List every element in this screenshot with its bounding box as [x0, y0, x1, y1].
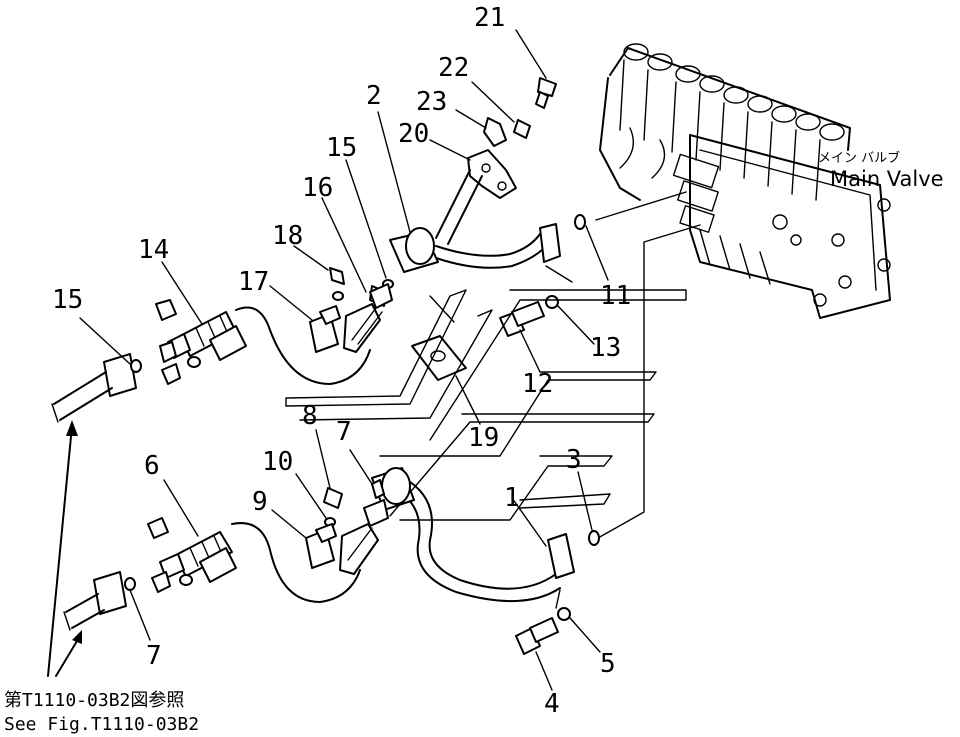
- hose-assembly-14: [155, 283, 393, 385]
- leader-8: [315, 429, 331, 489]
- pipe-2-to-11-line: [545, 265, 573, 283]
- main-valve-label-en: Main Valve: [830, 167, 944, 191]
- callout-14: 14: [138, 235, 169, 265]
- callout-10: 10: [262, 447, 293, 477]
- callout-5: 5: [600, 649, 616, 679]
- leader-14: [161, 261, 203, 325]
- leader-2: [377, 111, 411, 233]
- valve-pipe-line-right: [597, 224, 701, 539]
- callout-23: 23: [416, 87, 447, 117]
- leader-17: [269, 285, 313, 321]
- clamp-23: [483, 117, 507, 147]
- main-valve-label: メイン バルブ Main Valve: [818, 150, 944, 191]
- leader-4: [535, 651, 553, 691]
- leader-20: [429, 139, 471, 161]
- pipe-2-to-19-line: [429, 295, 455, 323]
- washer-5: [557, 607, 571, 621]
- elbow-7-left: [63, 571, 127, 631]
- callout-7-upper: 7: [336, 417, 352, 447]
- elbow-15-left: [51, 353, 137, 423]
- callout-1: 1: [504, 483, 520, 513]
- callout-19: 19: [468, 423, 499, 453]
- callout-16: 16: [302, 173, 333, 203]
- valve-pipe-line-upper: [595, 191, 687, 221]
- leader-18: [293, 245, 329, 271]
- leader-9: [271, 509, 307, 539]
- callout-15-upper: 15: [326, 133, 357, 163]
- callout-15-left: 15: [52, 285, 83, 315]
- leader-21: [515, 29, 547, 79]
- callout-21: 21: [474, 3, 505, 33]
- leader-15-left: [79, 317, 131, 365]
- washer-13: [545, 295, 559, 309]
- leader-7-upper: [349, 449, 373, 485]
- pipe-routing-outline: [285, 289, 687, 521]
- main-valve-body: [599, 43, 891, 319]
- callout-20: 20: [398, 119, 429, 149]
- leader-7-left: [129, 589, 151, 641]
- pipe-1-to-5-line: [555, 589, 561, 609]
- pipe-1: [371, 467, 575, 603]
- leader-15-upper: [345, 159, 387, 279]
- leader-22: [471, 81, 515, 123]
- leader-13: [557, 305, 595, 345]
- leader-23: [455, 109, 487, 129]
- leader-10: [295, 473, 327, 519]
- oring-11: [574, 214, 586, 230]
- leader-11: [585, 225, 609, 281]
- plate-22: [513, 119, 531, 139]
- pipe-2: [389, 169, 561, 273]
- main-valve-label-jp: メイン バルブ: [818, 150, 900, 166]
- reference-arrows: [47, 420, 82, 677]
- washer-18: [329, 267, 345, 301]
- callout-9: 9: [252, 487, 268, 517]
- oring-7-upper: [371, 479, 385, 499]
- callout-7-left: 7: [146, 641, 162, 671]
- bolt-21: [535, 77, 557, 109]
- flange-19: [411, 335, 467, 381]
- oring-15-left: [130, 359, 142, 373]
- leader-12: [519, 329, 541, 373]
- callout-3: 3: [566, 445, 582, 475]
- reference-note-jp: 第T1110-03B2図参照: [4, 690, 184, 711]
- bolt-17: [309, 305, 341, 353]
- callout-17: 17: [238, 267, 269, 297]
- leader-6: [163, 479, 199, 537]
- leader-16: [321, 197, 367, 293]
- callout-22: 22: [438, 53, 469, 83]
- callout-18: 18: [272, 221, 303, 251]
- callout-12: 12: [522, 369, 553, 399]
- bolt-4: [515, 617, 559, 655]
- bolt-12: [499, 301, 545, 337]
- reference-note: 第T1110-03B2図参照 See Fig.T1110-03B2: [4, 690, 199, 735]
- callout-numbers: 21 22 23 2 20 15 16 18 14 17 15 11 13 12…: [52, 3, 631, 719]
- callout-8: 8: [302, 401, 318, 431]
- oring-3: [588, 530, 600, 546]
- callout-13: 13: [590, 333, 621, 363]
- leader-19: [455, 375, 481, 425]
- callout-4: 4: [544, 689, 560, 719]
- clamp-20: [467, 149, 517, 199]
- split-flange-8: [323, 487, 343, 509]
- oring-7-left: [124, 577, 136, 591]
- callout-11: 11: [600, 281, 631, 311]
- callout-6: 6: [144, 451, 160, 481]
- bolt-9: [305, 523, 337, 569]
- reference-note-en: See Fig.T1110-03B2: [4, 714, 199, 735]
- leader-5: [569, 617, 601, 653]
- hose-assembly-6: [147, 499, 389, 603]
- callout-2: 2: [366, 81, 382, 111]
- leader-1: [511, 497, 547, 547]
- leader-3: [577, 471, 593, 531]
